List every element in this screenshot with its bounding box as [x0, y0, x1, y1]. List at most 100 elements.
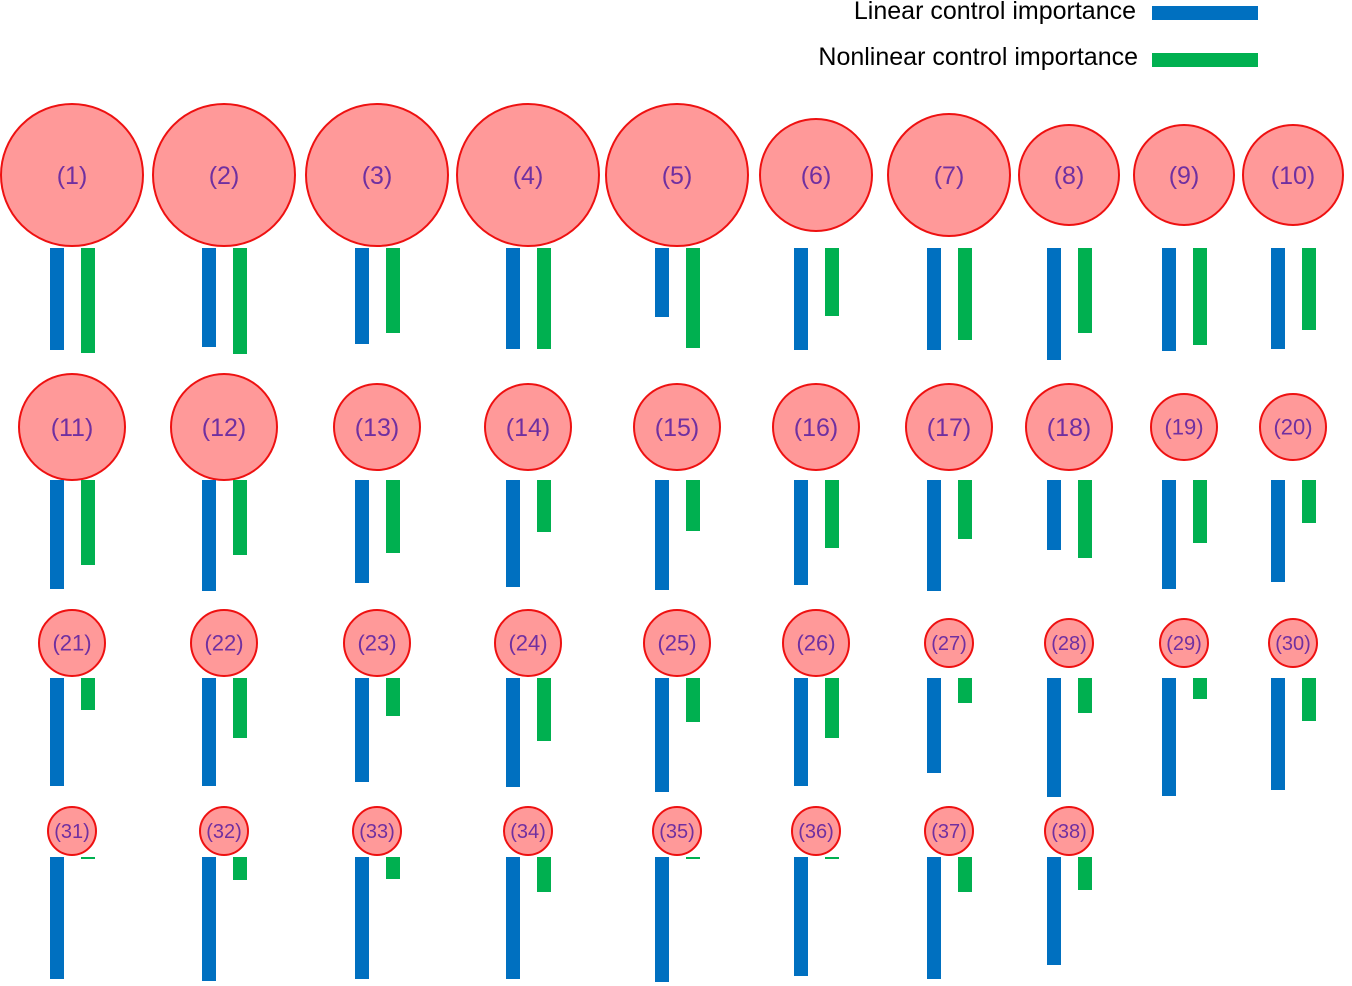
- node-label-7: (7): [934, 162, 965, 190]
- node-1: (1): [0, 103, 144, 353]
- nonlinear-bar-11: [81, 480, 95, 565]
- linear-bar-6: [794, 248, 808, 350]
- nonlinear-bar-15: [686, 480, 700, 531]
- linear-bar-32: [202, 857, 216, 981]
- legend-nonlinear-swatch: [1152, 53, 1258, 67]
- node-label-32: (32): [206, 821, 242, 843]
- legend-linear-label: Linear control importance: [853, 0, 1136, 25]
- nonlinear-bar-32: [233, 857, 247, 880]
- node-label-5: (5): [662, 162, 693, 190]
- node-circle-34: [503, 806, 553, 856]
- node-label-13: (13): [355, 414, 399, 442]
- node-label-11: (11): [51, 414, 94, 442]
- linear-bar-26: [794, 678, 808, 786]
- linear-bar-36: [794, 857, 808, 976]
- node-9: (9): [1133, 124, 1235, 351]
- nonlinear-bar-9: [1193, 248, 1207, 345]
- node-circle-16: [772, 383, 860, 471]
- node-label-3: (3): [362, 162, 393, 190]
- node-circle-4: [456, 103, 600, 247]
- node-circle-9: [1133, 124, 1235, 226]
- node-circle-25: [643, 609, 711, 677]
- linear-bar-27: [927, 678, 941, 773]
- node-label-4: (4): [513, 162, 544, 190]
- node-33: (33): [352, 806, 402, 979]
- nonlinear-bar-18: [1078, 480, 1092, 558]
- node-circle-28: [1044, 618, 1094, 668]
- nonlinear-bar-4: [537, 248, 551, 349]
- node-circle-31: [47, 806, 97, 856]
- node-10: (10): [1242, 124, 1344, 349]
- node-15: (15): [633, 383, 721, 590]
- node-circle-23: [343, 609, 411, 677]
- linear-bar-30: [1271, 678, 1285, 790]
- node-6: (6): [759, 118, 873, 350]
- node-17: (17): [905, 383, 993, 591]
- node-circle-15: [633, 383, 721, 471]
- node-circle-18: [1025, 383, 1113, 471]
- node-circle-33: [352, 806, 402, 856]
- node-20: (20): [1259, 393, 1327, 582]
- node-7: (7): [887, 113, 1011, 350]
- node-circle-32: [199, 806, 249, 856]
- node-circle-37: [924, 806, 974, 856]
- node-circle-19: [1150, 393, 1218, 461]
- linear-bar-4: [506, 248, 520, 349]
- nonlinear-bar-26: [825, 678, 839, 738]
- node-circle-2: [152, 103, 296, 247]
- node-label-6: (6): [801, 162, 832, 190]
- linear-bar-37: [927, 857, 941, 979]
- node-label-15: (15): [655, 414, 699, 442]
- nonlinear-bar-12: [233, 480, 247, 555]
- nonlinear-bar-1: [81, 248, 95, 353]
- linear-bar-16: [794, 480, 808, 585]
- node-24: (24): [494, 609, 562, 787]
- node-37: (37): [924, 806, 974, 979]
- node-circle-26: [782, 609, 850, 677]
- nonlinear-bar-37: [958, 857, 972, 892]
- node-5: (5): [605, 103, 749, 348]
- linear-bar-22: [202, 678, 216, 786]
- nonlinear-bar-33: [386, 857, 400, 879]
- nonlinear-bar-5: [686, 248, 700, 348]
- node-circle-12: [170, 373, 278, 481]
- linear-bar-10: [1271, 248, 1285, 349]
- node-36: (36): [791, 806, 841, 976]
- linear-bar-29: [1162, 678, 1176, 796]
- nonlinear-bar-27: [958, 678, 972, 703]
- node-label-37: (37): [931, 821, 967, 843]
- linear-bar-35: [655, 857, 669, 982]
- node-8: (8): [1018, 124, 1120, 360]
- node-18: (18): [1025, 383, 1113, 558]
- nonlinear-bar-35: [686, 857, 700, 859]
- node-label-24: (24): [508, 631, 547, 656]
- linear-bar-20: [1271, 480, 1285, 582]
- nonlinear-bar-22: [233, 678, 247, 738]
- node-label-38: (38): [1051, 821, 1087, 843]
- node-label-10: (10): [1271, 162, 1315, 190]
- linear-bar-28: [1047, 678, 1061, 797]
- node-label-28: (28): [1051, 633, 1087, 655]
- node-2: (2): [152, 103, 296, 354]
- linear-bar-25: [655, 678, 669, 792]
- node-circle-10: [1242, 124, 1344, 226]
- node-label-17: (17): [927, 414, 971, 442]
- node-label-36: (36): [798, 821, 834, 843]
- linear-bar-38: [1047, 857, 1061, 965]
- linear-bar-23: [355, 678, 369, 782]
- node-label-26: (26): [796, 631, 835, 656]
- node-label-34: (34): [510, 821, 546, 843]
- node-label-16: (16): [794, 414, 838, 442]
- node-label-20: (20): [1273, 415, 1312, 440]
- node-label-19: (19): [1164, 415, 1203, 440]
- nonlinear-bar-29: [1193, 678, 1207, 699]
- node-label-33: (33): [359, 821, 395, 843]
- node-label-2: (2): [209, 162, 240, 190]
- linear-bar-14: [506, 480, 520, 587]
- legend-linear-swatch: [1152, 6, 1258, 20]
- node-circle-11: [18, 373, 126, 481]
- nonlinear-bar-17: [958, 480, 972, 539]
- node-circle-27: [924, 618, 974, 668]
- nonlinear-bar-14: [537, 480, 551, 532]
- node-21: (21): [38, 609, 106, 786]
